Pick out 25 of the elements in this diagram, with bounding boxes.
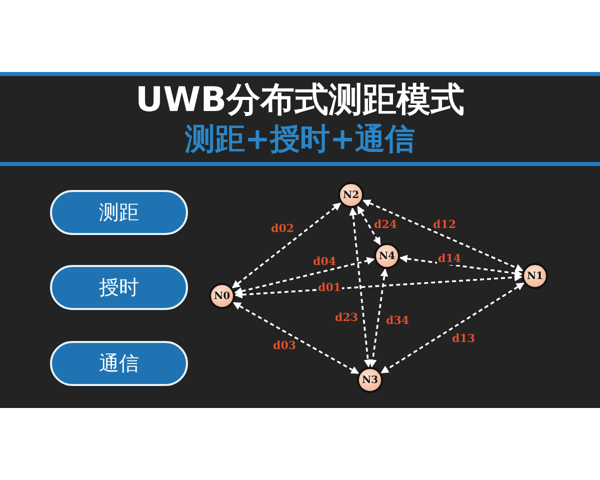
double-arrow xyxy=(232,302,360,374)
double-arrow xyxy=(232,202,342,288)
mode-button: 测距 xyxy=(50,190,188,235)
mode-button: 通信 xyxy=(50,341,188,386)
edge-label: d24 xyxy=(373,218,398,231)
double-arrow xyxy=(399,254,523,278)
edge-label: d04 xyxy=(312,255,337,268)
double-arrow xyxy=(234,256,375,296)
mode-button: 授时 xyxy=(50,265,188,310)
edge-label: d02 xyxy=(270,222,295,235)
double-arrow xyxy=(380,282,524,374)
double-arrow xyxy=(234,273,522,299)
edge-label: d23 xyxy=(334,311,359,324)
double-arrow xyxy=(357,206,381,246)
edge-label: d01 xyxy=(317,281,342,294)
double-arrow xyxy=(349,207,372,368)
edge-label: d14 xyxy=(437,252,462,265)
edge-label: d03 xyxy=(272,339,297,352)
edge-label: d13 xyxy=(451,332,476,345)
subtitle: 测距+授时+通信 xyxy=(184,122,416,158)
double-arrow xyxy=(362,200,524,272)
double-arrow xyxy=(368,268,388,368)
title: UWB分布式测距模式 xyxy=(134,80,466,120)
edge-label: d34 xyxy=(385,314,410,327)
edge-label: d12 xyxy=(432,218,457,231)
